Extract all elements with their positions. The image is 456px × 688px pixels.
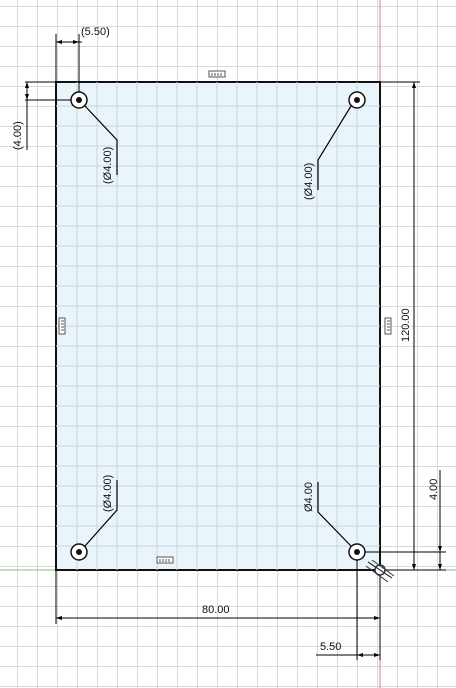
- dimension-label-hole-offset-x-top[interactable]: (5.50): [81, 26, 110, 38]
- dimension-height[interactable]: [380, 81, 446, 571]
- dimension-hole-offset-x-bottom[interactable]: [316, 560, 380, 660]
- hole-diameter-label-bottom-right[interactable]: Ø4.00: [303, 482, 315, 512]
- dimension-label-hole-offset-y-bottom[interactable]: 4.00: [428, 479, 440, 500]
- hole-top-left[interactable]: [70, 91, 88, 109]
- dimension-hole-offset-y-bottom[interactable]: [365, 470, 446, 570]
- hole-leader-bottom-right: [317, 482, 352, 547]
- dimension-hole-offset-x-top[interactable]: [55, 34, 82, 92]
- hole-diameter-label-top-right[interactable]: (Ø4.00): [303, 163, 315, 200]
- dimension-label-height[interactable]: 120.00: [400, 308, 412, 342]
- vertical-constraint-icon[interactable]: [384, 317, 392, 335]
- hole-diameter-label-top-left[interactable]: (Ø4.00): [102, 147, 114, 184]
- hole-bottom-left[interactable]: [70, 543, 88, 561]
- hole-top-right[interactable]: [348, 91, 366, 109]
- hole-leader-top-left: [84, 105, 118, 175]
- profile-grid: [56, 82, 380, 570]
- dimension-hole-offset-y-top[interactable]: [25, 81, 71, 150]
- vertical-constraint-icon[interactable]: [58, 317, 66, 335]
- dimension-width[interactable]: [55, 570, 381, 660]
- hole-leader-bottom-left: [84, 480, 118, 547]
- dimension-label-hole-offset-x-bottom[interactable]: 5.50: [320, 641, 341, 653]
- hole-diameter-label-bottom-left[interactable]: (Ø4.00): [102, 475, 114, 512]
- hole-bottom-right[interactable]: [348, 543, 366, 561]
- dimension-label-hole-offset-y-top[interactable]: (4.00): [12, 121, 24, 150]
- coincident-constraint-icon[interactable]: [365, 559, 395, 583]
- horizontal-constraint-icon[interactable]: [156, 556, 174, 564]
- horizontal-constraint-icon[interactable]: [208, 70, 226, 78]
- sketch-profile[interactable]: [55, 81, 381, 571]
- dimension-label-width[interactable]: 80.00: [202, 604, 230, 616]
- hole-leader-top-right: [317, 105, 352, 190]
